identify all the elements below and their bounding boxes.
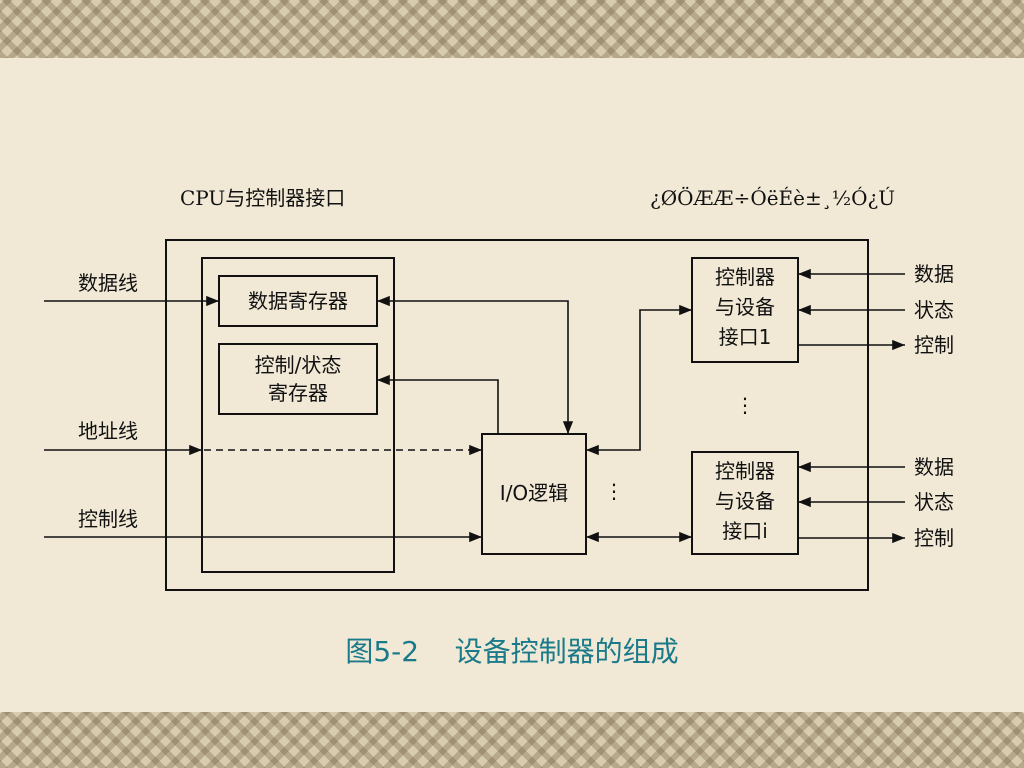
header-controller-device-interface: ¿ØÖÆÆ÷ÓëÉè±¸½Ó¿Ú xyxy=(650,185,895,210)
interface-i-control-label: 控制 xyxy=(914,526,954,550)
data-register-io-bidirectional-arrow xyxy=(377,295,574,434)
device-interface-1-label-2: 与设备 xyxy=(715,295,775,319)
interface-1-data-label: 数据 xyxy=(914,262,954,286)
control-status-register-label-2: 寄存器 xyxy=(268,381,328,405)
device-interface-ellipsis: ⋮ xyxy=(735,393,755,417)
io-connection-ellipsis: ⋮ xyxy=(604,479,624,503)
address-line-label: 地址线 xyxy=(78,419,138,443)
device-interface-i-label-1: 控制器 xyxy=(715,459,775,483)
io-logic-box xyxy=(481,433,587,555)
interface-1-control-label: 控制 xyxy=(914,333,954,357)
decorative-border-bottom xyxy=(0,712,1024,768)
decorative-border-top xyxy=(0,0,1024,58)
interface-i-data-label: 数据 xyxy=(914,455,954,479)
header-cpu-controller-interface: CPU与控制器接口 xyxy=(180,186,345,210)
figure-caption: 图5-2 设备控制器的组成 xyxy=(345,635,679,668)
device-interface-i-label-3: 接口i xyxy=(722,519,768,543)
io-logic-label: I/O逻辑 xyxy=(500,481,568,505)
data-register-label: 数据寄存器 xyxy=(248,289,348,313)
interface-i-status-label: 状态 xyxy=(914,490,954,514)
control-status-register-label-1: 控制/状态 xyxy=(255,353,342,377)
interface-1-status-label: 状态 xyxy=(914,298,954,322)
io-device-interface-1-arrow xyxy=(586,304,692,456)
device-interface-i-label-2: 与设备 xyxy=(715,489,775,513)
controller-outer-box xyxy=(165,239,869,591)
device-interface-1-label-3: 接口1 xyxy=(719,325,772,349)
data-line-label: 数据线 xyxy=(78,271,138,295)
device-interface-1-label-1: 控制器 xyxy=(715,265,775,289)
io-to-control-status-arrow xyxy=(377,374,499,434)
control-line-label: 控制线 xyxy=(78,507,138,531)
